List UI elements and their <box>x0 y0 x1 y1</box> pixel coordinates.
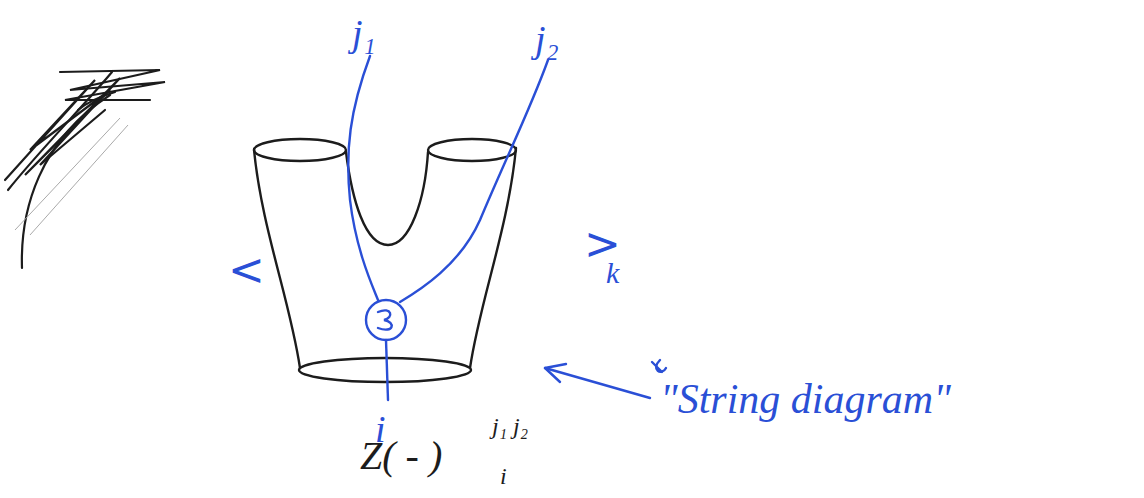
string-label: j₁ <box>352 14 376 52</box>
superscript-indices: j₁ j₂ <box>492 414 528 438</box>
crossed-out-scribble <box>5 70 165 268</box>
level-subscript: k <box>606 258 619 288</box>
subscript-index: i <box>500 464 507 488</box>
callout-text: "String diagram" <box>660 378 951 420</box>
partition-function: Z( - ) <box>360 436 442 476</box>
angle-bracket: < <box>228 248 265 292</box>
string-label: j₂ <box>535 20 559 58</box>
string-lines <box>348 56 666 400</box>
